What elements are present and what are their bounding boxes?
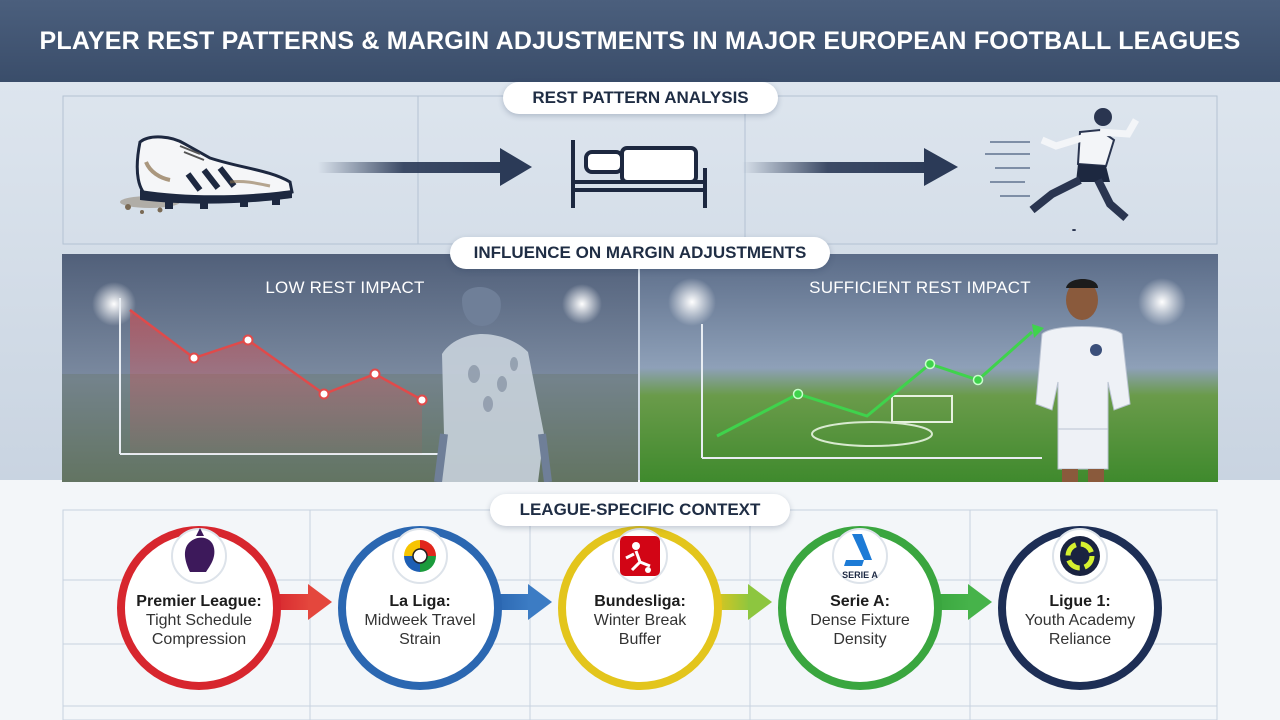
league-card-serie-a: Serie A: Dense Fixture Density: [785, 592, 935, 649]
tired-player-figure: [434, 286, 552, 482]
title-bar: PLAYER REST PATTERNS & MARGIN ADJUSTMENT…: [0, 0, 1280, 82]
league-card-bundesliga: Bundesliga: Winter Break Buffer: [565, 592, 715, 649]
league-desc-line1: Midweek Travel: [364, 612, 476, 629]
flow-arrow-2: [742, 148, 958, 186]
league-name: La Liga:: [389, 593, 451, 610]
section-header-influence: INFLUENCE ON MARGIN ADJUSTMENTS: [450, 237, 830, 269]
league-context-section: SERIE A: [62, 509, 1218, 720]
sufficient-rest-panel: [640, 254, 1218, 482]
premier-league-lion-logo: [171, 528, 227, 584]
rested-player-figure: [1035, 279, 1131, 482]
league-name: Serie A:: [830, 593, 890, 610]
league-card-la-liga: La Liga: Midweek Travel Strain: [345, 592, 495, 649]
influence-section: [62, 254, 1218, 482]
league-desc-line2: Strain: [399, 631, 441, 648]
bed-icon: [571, 140, 707, 208]
league-desc-line1: Youth Academy: [1024, 612, 1136, 629]
low-rest-panel: [62, 254, 638, 482]
league-name: Ligue 1:: [1049, 593, 1111, 610]
league-desc-line1: Winter Break: [593, 612, 687, 629]
sufficient-rest-chart: [701, 324, 1044, 459]
worn-boot-icon: [120, 135, 294, 214]
league-name: Bundesliga:: [594, 593, 686, 610]
section-header-rest-pattern: REST PATTERN ANALYSIS: [503, 82, 778, 114]
low-rest-chart: [119, 298, 444, 455]
league-desc-line2: Reliance: [1048, 631, 1112, 648]
league-card-premier-league: Premier League: Tight Schedule Compressi…: [124, 592, 274, 649]
league-desc-line2: Buffer: [618, 631, 662, 648]
league-desc-line2: Compression: [151, 631, 247, 648]
laliga-ball-logo: [392, 528, 448, 584]
rest-pattern-section: [62, 95, 1218, 245]
bundesliga-player-logo: [612, 528, 668, 584]
league-desc-line1: Tight Schedule: [145, 612, 253, 629]
page-title: PLAYER REST PATTERNS & MARGIN ADJUSTMENT…: [39, 26, 1241, 55]
league-arrow-2: [494, 584, 552, 620]
section-header-league-context: LEAGUE-SPECIFIC CONTEXT: [490, 494, 790, 526]
serie-a-logo: SERIE A: [832, 528, 888, 584]
league-desc-line2: Density: [833, 631, 887, 648]
league-desc-line1: Dense Fixture: [810, 612, 910, 629]
ligue-1-logo: [1052, 528, 1108, 584]
sufficient-rest-label: SUFFICIENT REST IMPACT: [809, 278, 1031, 297]
low-rest-label: LOW REST IMPACT: [265, 278, 425, 297]
league-name: Premier League:: [136, 593, 262, 610]
league-arrow-1: [272, 584, 332, 620]
flow-arrow-1: [318, 148, 532, 186]
league-card-ligue-1: Ligue 1: Youth Academy Reliance: [1005, 592, 1155, 649]
serie-a-logo-text: SERIE A: [842, 570, 878, 580]
sprinting-player-icon: [985, 108, 1140, 231]
